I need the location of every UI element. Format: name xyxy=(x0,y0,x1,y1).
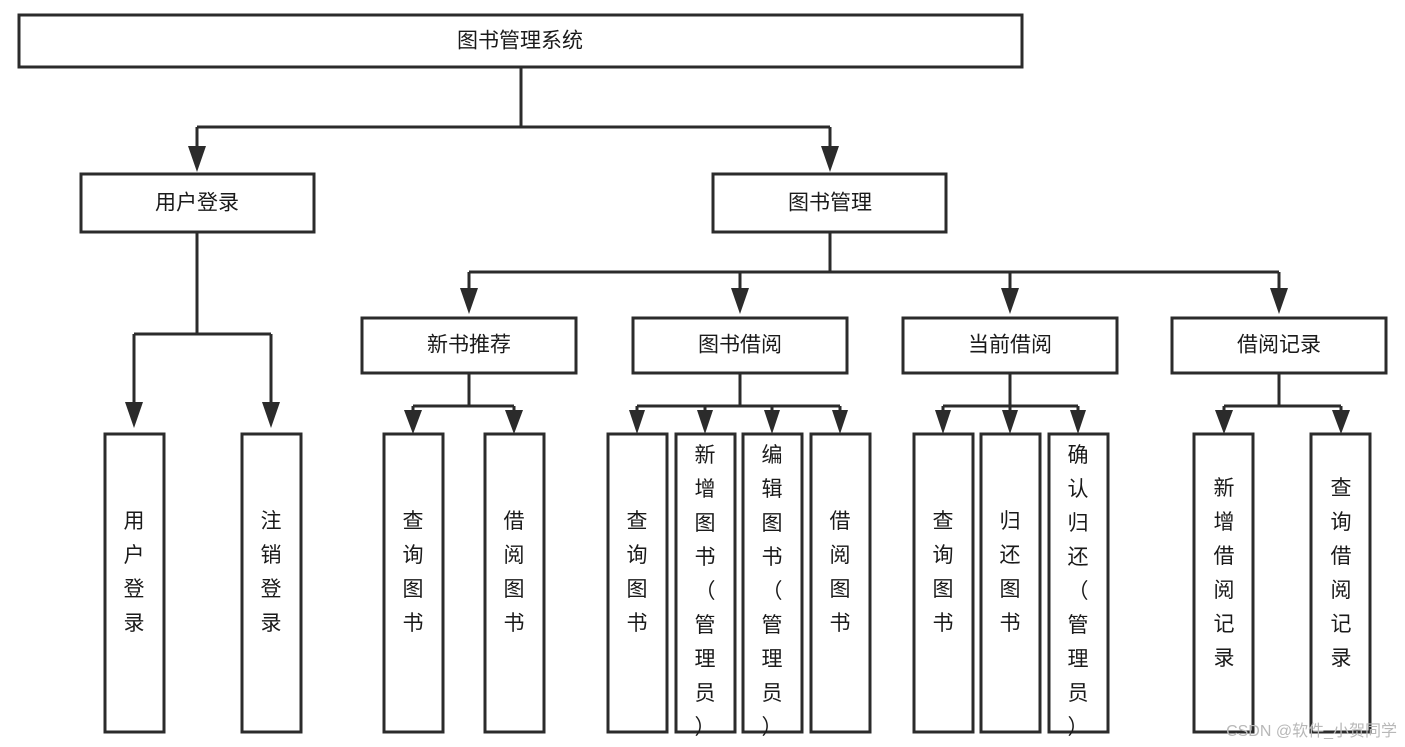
node-leaf-edit-book[interactable]: 编辑图书（管理员） xyxy=(741,432,804,739)
node-leaf-borrow-book-1[interactable]: 借阅图书 xyxy=(483,432,546,734)
node-leaf-query-book-3-box[interactable] xyxy=(912,432,975,734)
node-leaf-query-book-2-box[interactable] xyxy=(606,432,669,734)
node-leaf-add-book-label: 新增图书（管理员） xyxy=(695,444,716,739)
node-leaf-query-book-1[interactable]: 查询图书 xyxy=(382,432,445,734)
node-new-book-rec-label: 新书推荐 xyxy=(427,334,511,357)
node-leaf-query-record-box[interactable] xyxy=(1309,432,1372,734)
node-leaf-user-login[interactable]: 用户登录 xyxy=(103,432,166,734)
node-leaf-query-record-label: 查询借阅记录 xyxy=(1331,477,1352,670)
arrow-head-bb-leaf1 xyxy=(629,410,645,434)
node-book-borrow[interactable]: 图书借阅 xyxy=(631,316,849,375)
node-leaf-confirm-return[interactable]: 确认归还（管理员） xyxy=(1047,432,1110,739)
arrow-head-bb-leaf2 xyxy=(697,410,713,434)
arrow-head-book-manage xyxy=(821,146,839,172)
node-leaf-add-record[interactable]: 新增借阅记录 xyxy=(1192,432,1255,734)
node-leaf-return-book-label: 归还图书 xyxy=(1000,510,1021,635)
node-leaf-user-login-box[interactable] xyxy=(103,432,166,734)
node-book-borrow-label: 图书借阅 xyxy=(698,334,782,357)
node-root-label: 图书管理系统 xyxy=(457,30,583,53)
node-book-borrow-box[interactable] xyxy=(631,316,849,375)
node-leaf-query-record[interactable]: 查询借阅记录 xyxy=(1309,432,1372,734)
node-leaf-user-login-label: 用户登录 xyxy=(124,510,145,635)
node-leaf-query-book-1-box[interactable] xyxy=(382,432,445,734)
arrow-head-book-borrow xyxy=(731,288,749,314)
node-leaf-return-book[interactable]: 归还图书 xyxy=(979,432,1042,734)
node-borrow-record-box[interactable] xyxy=(1170,316,1388,375)
node-new-book-rec[interactable]: 新书推荐 xyxy=(360,316,578,375)
node-leaf-confirm-return-label: 确认归还（管理员） xyxy=(1068,444,1089,739)
arrow-head-leaf-user-login xyxy=(125,402,143,428)
node-leaf-edit-book-label: 编辑图书（管理员） xyxy=(762,444,783,739)
node-leaf-query-book-1-label: 查询图书 xyxy=(403,510,424,635)
arrow-head-new-book-rec xyxy=(460,288,478,314)
node-borrow-record-label: 借阅记录 xyxy=(1237,334,1321,357)
arrow-head-borrow-record xyxy=(1270,288,1288,314)
node-leaf-query-book-2-label: 查询图书 xyxy=(627,510,648,635)
node-leaf-query-book-2[interactable]: 查询图书 xyxy=(606,432,669,734)
arrow-head-leaf-logout xyxy=(262,402,280,428)
arrow-head-cb-leaf3 xyxy=(1070,410,1086,434)
arrow-head-nbr-leaf1 xyxy=(404,410,422,434)
node-leaf-borrow-book-1-box[interactable] xyxy=(483,432,546,734)
node-leaf-logout-box[interactable] xyxy=(240,432,303,734)
node-current-borrow-label: 当前借阅 xyxy=(968,334,1052,357)
node-leaf-add-book-box[interactable] xyxy=(674,432,737,734)
arrow-head-nbr-leaf2 xyxy=(505,410,523,434)
node-book-manage-box[interactable] xyxy=(711,172,948,234)
node-leaf-borrow-book-1-label: 借阅图书 xyxy=(504,510,525,635)
node-root[interactable]: 图书管理系统 xyxy=(17,13,1024,69)
arrow-head-bb-leaf4 xyxy=(832,410,848,434)
node-leaf-borrow-book-2-label: 借阅图书 xyxy=(830,510,851,635)
node-current-borrow[interactable]: 当前借阅 xyxy=(901,316,1119,375)
node-leaf-logout-label: 注销登录 xyxy=(261,510,282,635)
arrow-head-user-login xyxy=(188,146,206,172)
node-leaf-query-book-3[interactable]: 查询图书 xyxy=(912,432,975,734)
node-leaf-logout[interactable]: 注销登录 xyxy=(240,432,303,734)
csdn-watermark: CSDN @软件_小贺同学 xyxy=(1226,723,1397,740)
node-book-manage-label: 图书管理 xyxy=(788,192,872,215)
node-root-box[interactable] xyxy=(17,13,1024,69)
node-leaf-query-book-3-label: 查询图书 xyxy=(933,510,954,635)
arrow-head-cb-leaf1 xyxy=(935,410,951,434)
node-user-login[interactable]: 用户登录 xyxy=(79,172,316,234)
node-leaf-borrow-book-2-box[interactable] xyxy=(809,432,872,734)
node-leaf-edit-book-box[interactable] xyxy=(741,432,804,734)
arrow-head-br-leaf2 xyxy=(1332,410,1350,434)
node-leaf-confirm-return-box[interactable] xyxy=(1047,432,1110,734)
node-book-manage[interactable]: 图书管理 xyxy=(711,172,948,234)
arrow-head-br-leaf1 xyxy=(1215,410,1233,434)
node-borrow-record[interactable]: 借阅记录 xyxy=(1170,316,1388,375)
node-leaf-add-record-box[interactable] xyxy=(1192,432,1255,734)
node-leaf-add-book[interactable]: 新增图书（管理员） xyxy=(674,432,737,739)
node-new-book-rec-box[interactable] xyxy=(360,316,578,375)
arrow-head-current-borrow xyxy=(1001,288,1019,314)
node-leaf-borrow-book-2[interactable]: 借阅图书 xyxy=(809,432,872,734)
node-leaf-return-book-box[interactable] xyxy=(979,432,1042,734)
node-leaf-add-record-label: 新增借阅记录 xyxy=(1214,477,1235,670)
node-user-login-label: 用户登录 xyxy=(155,192,239,215)
arrow-head-bb-leaf3 xyxy=(764,410,780,434)
node-current-borrow-box[interactable] xyxy=(901,316,1119,375)
arrow-head-cb-leaf2 xyxy=(1002,410,1018,434)
